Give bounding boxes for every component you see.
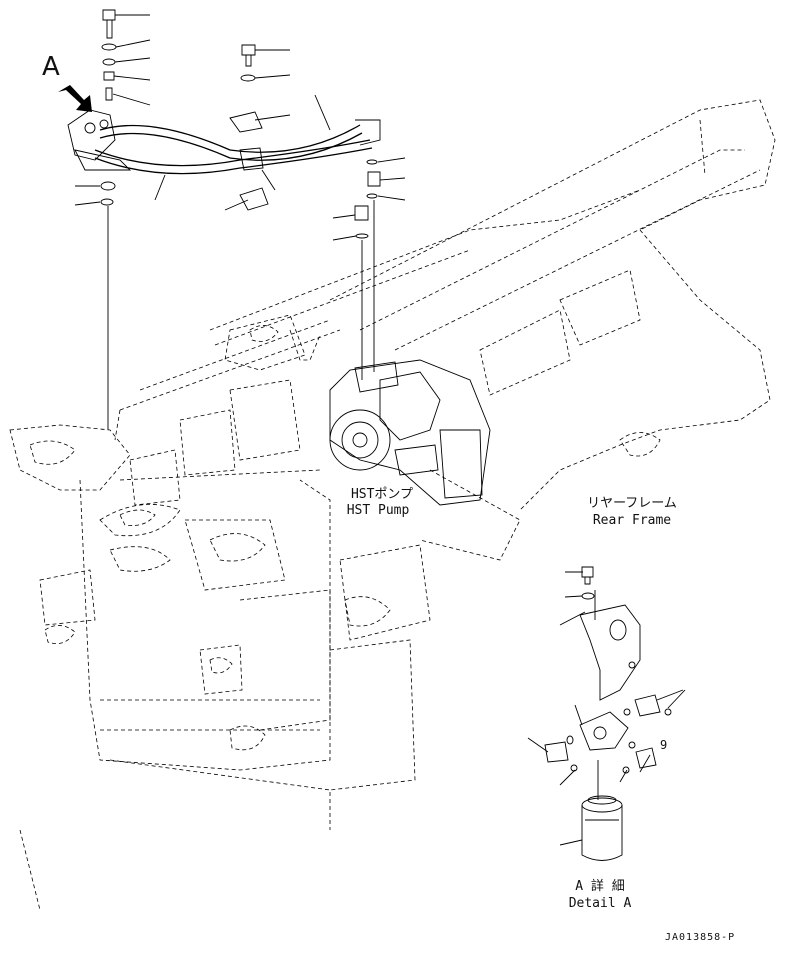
leader-lines: [74, 14, 406, 241]
alignment-lines: [107, 200, 599, 800]
view-letter-a: A: [42, 52, 60, 82]
hst-pump-label-jp: HSTポンプ: [350, 487, 414, 502]
rear-frame-label-en: Rear Frame: [592, 513, 672, 528]
filter-head-assembly: [67, 109, 132, 171]
detail-item-number: 9: [660, 738, 668, 752]
drawing-number: JA013858-P: [665, 932, 736, 943]
hst-pump-label-en: HST Pump: [346, 503, 410, 518]
hst-pump: [329, 359, 491, 506]
hydraulic-hoses: [94, 119, 381, 175]
detail-a-assembly: [527, 566, 686, 861]
rear-frame-label-jp: リヤーフレーム: [587, 496, 677, 511]
rear-frame-outline: [9, 99, 776, 911]
detail-a-label-jp: A 詳 細: [575, 879, 625, 894]
bolt-stack: [100, 9, 381, 239]
view-arrow: [58, 85, 92, 112]
detail-a-label-en: Detail A: [568, 896, 632, 911]
